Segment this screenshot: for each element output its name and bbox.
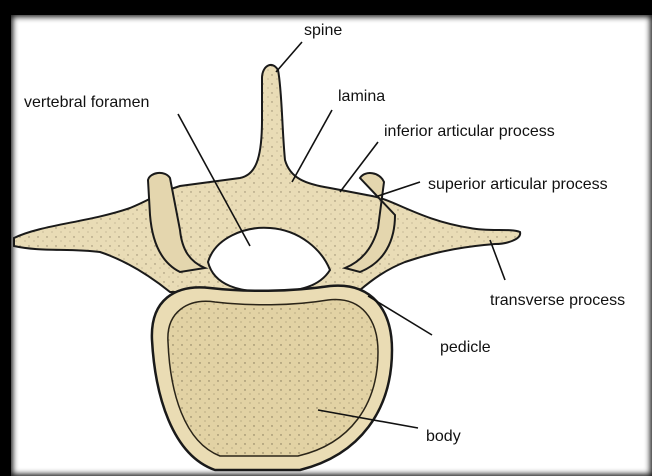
label-body: body — [426, 429, 461, 445]
label-transverse-process: transverse process — [490, 293, 650, 309]
label-inferior-articular-process: inferior articular process — [384, 124, 555, 140]
leader-lamina — [292, 110, 332, 182]
label-vertebral-foramen: vertebral foramen — [24, 95, 149, 111]
leader-spine — [276, 42, 302, 72]
label-spine: spine — [304, 23, 342, 39]
label-pedicle: pedicle — [440, 340, 491, 356]
label-lamina: lamina — [338, 89, 385, 105]
label-superior-articular-process: superior articular process — [428, 177, 650, 193]
leader-transverse — [490, 240, 505, 280]
